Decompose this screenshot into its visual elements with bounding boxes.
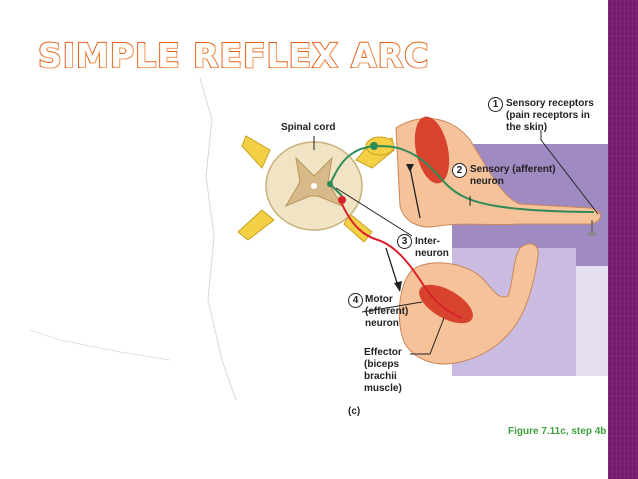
label-effector: Effector (biceps brachii muscle) xyxy=(364,347,402,394)
panel-label: (c) xyxy=(348,406,361,417)
dorsal-root-left xyxy=(241,135,271,169)
motor-neuron-path xyxy=(341,203,463,319)
step-3-badge: 3 xyxy=(397,234,412,249)
spinal-cord-section xyxy=(237,135,395,243)
leader-motor-neuron xyxy=(361,301,423,313)
gray-matter xyxy=(284,156,344,208)
motor-cell-body xyxy=(338,196,346,204)
label-sensory-neuron: Sensory (afferent) neuron xyxy=(470,164,556,187)
reflex-arc-illustration xyxy=(29,77,608,401)
panel-top-white xyxy=(452,80,608,144)
figure-caption: Figure 7.11c, step 4b xyxy=(508,426,607,437)
slide-title: SIMPLE REFLEX ARC xyxy=(37,35,430,76)
label-motor-neuron: Motor (efferent) neuron xyxy=(365,294,409,329)
leader-effector xyxy=(410,317,445,355)
motor-arrowhead xyxy=(394,281,402,292)
leader-interneuron xyxy=(335,187,413,237)
sensory-cell-body xyxy=(370,142,378,150)
leader-sensory-receptors xyxy=(540,130,599,215)
sensory-arrowhead xyxy=(406,164,414,172)
label-interneuron: Inter- neuron xyxy=(415,236,449,259)
panel-outline xyxy=(199,77,237,401)
ventral-root-left xyxy=(237,209,275,241)
label-spinal-cord: Spinal cord xyxy=(281,122,336,133)
decorative-band xyxy=(608,0,638,479)
panel-outline-lower xyxy=(29,329,171,361)
biceps-muscle xyxy=(419,284,473,324)
pin-icon xyxy=(587,220,597,236)
sensory-neuron-path xyxy=(329,144,595,213)
panel-edge xyxy=(576,266,608,376)
label-sensory-receptors: Sensory receptors (pain receptors in the… xyxy=(506,98,594,133)
interneuron-body xyxy=(327,181,333,187)
central-canal xyxy=(311,183,317,189)
step-4-badge: 4 xyxy=(348,293,363,308)
motor-direction-arrow xyxy=(385,247,399,287)
step-2-badge: 2 xyxy=(452,163,467,178)
step-1-badge: 1 xyxy=(488,97,503,112)
sensory-direction-arrow xyxy=(409,167,421,219)
upper-arm-muscle xyxy=(414,116,450,184)
